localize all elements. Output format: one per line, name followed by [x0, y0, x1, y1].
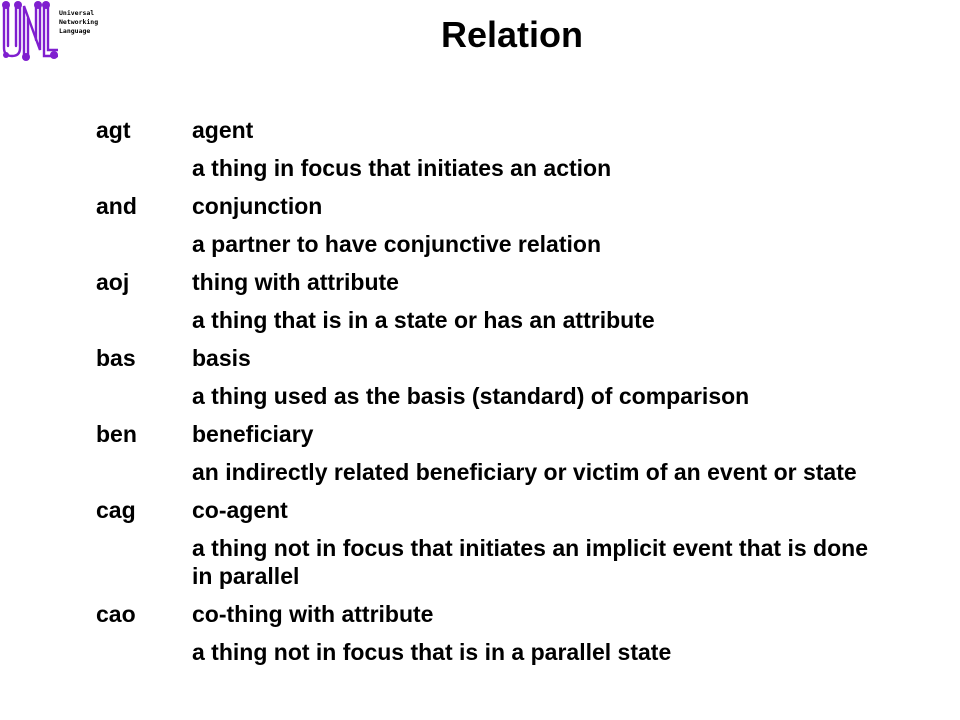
relation-abbr: aoj: [96, 269, 130, 295]
relation-desc: a thing not in focus that initiates an i…: [192, 535, 868, 589]
relation-entry: bas basis a thing used as the basis (stand…: [96, 344, 896, 410]
relation-desc: a partner to have conjunctive relation: [192, 231, 601, 257]
logo-line: Networking: [59, 18, 99, 26]
relation-term: co-thing with attribute: [192, 601, 434, 627]
relation-entry: aoj thing with attribute a thing that is i…: [96, 268, 896, 334]
relation-entry: agt agent a thing in focus that initiates …: [96, 116, 896, 182]
relation-term-row: ben beneficiary: [96, 420, 896, 448]
relation-list: agt agent a thing in focus that initiates …: [96, 116, 896, 676]
relation-term: conjunction: [192, 193, 323, 219]
relation-entry: cao co-thing with attribute a thing not in…: [96, 600, 896, 666]
relation-desc: an indirectly related beneficiary or vic…: [192, 459, 857, 485]
relation-desc: a thing in focus that initiates an actio…: [192, 155, 612, 181]
relation-term: thing with attribute: [192, 269, 399, 295]
relation-term-row: agt agent: [96, 116, 896, 144]
relation-term: basis: [192, 345, 251, 371]
relation-entry: cag co-agent a thing not in focus that ini…: [96, 496, 896, 590]
page-title: Relation: [440, 14, 583, 55]
relation-term: agent: [192, 117, 254, 143]
relation-term: co-agent: [192, 497, 288, 523]
logo-line: Language: [59, 27, 91, 35]
relation-entry: ben beneficiary an indirectly related bene…: [96, 420, 896, 486]
relation-term-row: cao co-thing with attribute: [96, 600, 896, 628]
relation-desc: a thing not in focus that is in a parall…: [192, 639, 672, 665]
unl-logo: Universal Networking Language: [0, 0, 110, 64]
relation-entry: and conjunction a partner to have conjunct…: [96, 192, 896, 258]
relation-abbr: ben: [96, 421, 137, 447]
relation-term-row: bas basis: [96, 344, 896, 372]
relation-abbr: bas: [96, 345, 136, 371]
relation-abbr: and: [96, 193, 137, 219]
logo-line: Universal: [59, 9, 95, 17]
unl-logo-mark: [2, 1, 60, 61]
relation-desc: a thing that is in a state or has an att…: [192, 307, 655, 333]
relation-term-row: and conjunction: [96, 192, 896, 220]
unl-logo-text: Universal Networking Language: [59, 9, 98, 36]
relation-term: beneficiary: [192, 421, 314, 447]
relation-desc: a thing used as the basis (standard) of …: [192, 383, 750, 409]
relation-abbr: cao: [96, 601, 136, 627]
relation-abbr: cag: [96, 497, 136, 523]
relation-term-row: cag co-agent: [96, 496, 896, 524]
relation-abbr: agt: [96, 117, 131, 143]
relation-term-row: aoj thing with attribute: [96, 268, 896, 296]
